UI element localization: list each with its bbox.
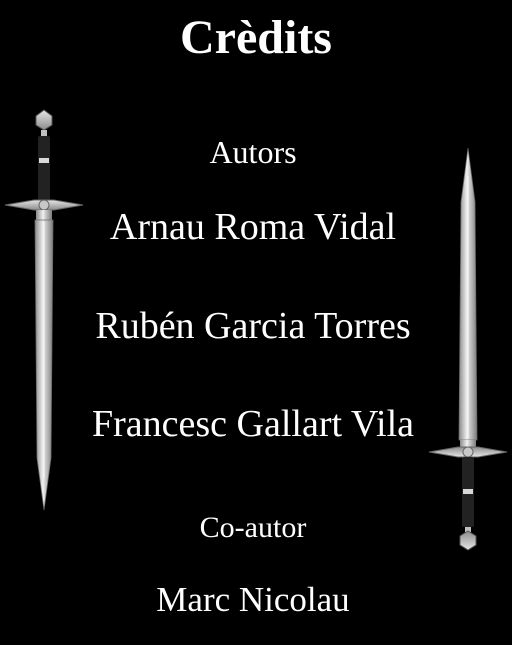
- coauthor-label: Co-autor: [199, 511, 307, 544]
- author-name: Francesc Gallart Vila: [92, 403, 414, 445]
- author-name: Arnau Roma Vidal: [109, 206, 397, 248]
- authors-label: Autors: [209, 134, 297, 170]
- author-name: Rubén Garcia Torres: [95, 305, 411, 347]
- coauthor-name: Marc Nicolau: [156, 580, 350, 619]
- sword-right-icon: [428, 147, 508, 551]
- sword-left-icon: [4, 109, 84, 511]
- credits-title: Crèdits: [180, 11, 332, 64]
